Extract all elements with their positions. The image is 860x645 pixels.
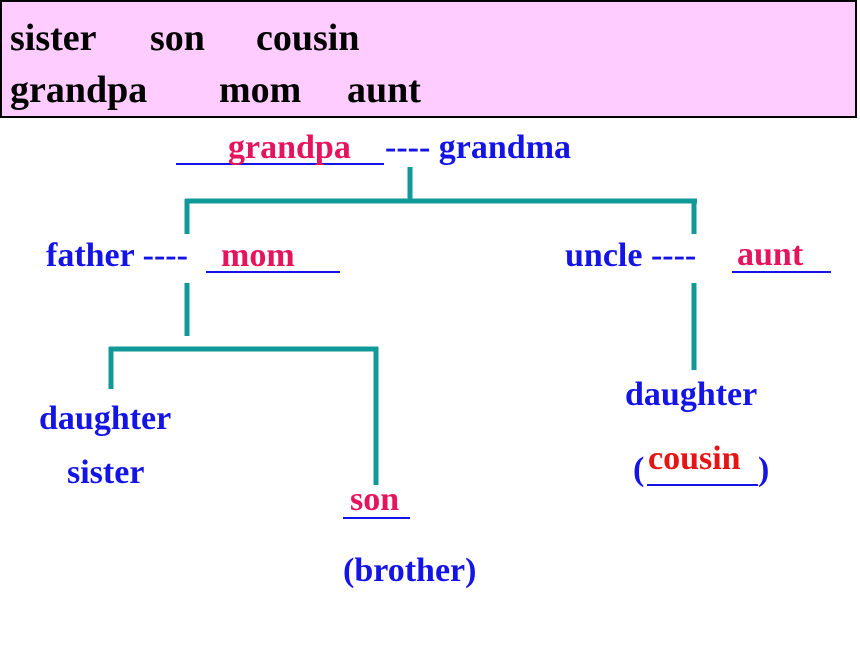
word-bank-item: cousin <box>256 17 360 59</box>
daughter-right-label: daughter <box>625 376 758 413</box>
aunt-blank-line <box>732 271 831 273</box>
cousin-close-paren: ) <box>758 451 770 488</box>
son-blank-line <box>343 517 410 519</box>
mom-answer: mom <box>221 237 295 274</box>
grandma-label: ---- grandma <box>385 129 572 166</box>
cousin-blank-line <box>647 484 758 486</box>
word-bank-item: grandpa <box>10 69 148 111</box>
grandpa-answer: grandpa <box>228 129 351 166</box>
cousin-answer: cousin <box>648 440 741 477</box>
brother-label: (brother) <box>343 552 477 589</box>
grandpa-blank-line <box>176 163 384 165</box>
daughter-left-label: daughter <box>39 400 172 437</box>
uncle-label: uncle ---- <box>565 237 697 274</box>
word-bank-item: mom <box>219 69 302 111</box>
word-bank-item: aunt <box>347 69 421 111</box>
cousin-open-paren: ( <box>633 451 645 488</box>
son-answer: son <box>350 481 400 518</box>
father-label: father ---- <box>46 237 188 274</box>
aunt-answer: aunt <box>737 236 804 273</box>
word-bank: sister son cousin grandpa mom aunt <box>0 0 857 118</box>
sister-label: sister <box>67 454 145 491</box>
word-bank-item: sister <box>10 17 97 59</box>
mom-blank-line <box>206 271 340 273</box>
word-bank-item: son <box>150 17 205 59</box>
